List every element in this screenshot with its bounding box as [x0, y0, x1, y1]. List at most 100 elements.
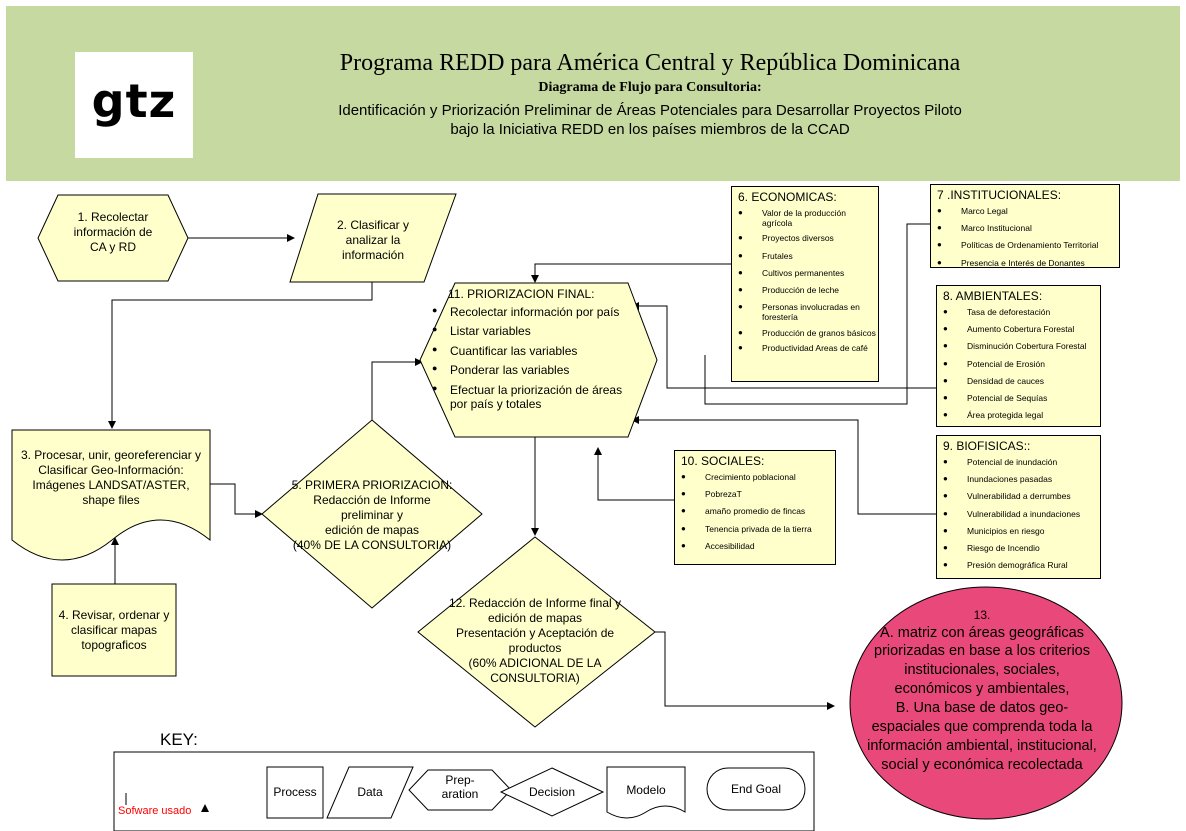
node-13-line-4: institucionales, sociales, — [904, 662, 1060, 679]
panel-sociales-item: PobrezaT — [675, 489, 835, 499]
node-4-line-2: clasificar mapas — [70, 623, 158, 637]
node-13-line-1: 13. — [973, 608, 991, 622]
panel-biofisicas-item: Riesgo de Incendio — [937, 543, 1100, 553]
connectors — [108, 223, 936, 710]
node-3-line-3: Imágenes LANDSAT/ASTER, — [32, 478, 190, 492]
panel-institucionales-item: Marco Legal — [931, 206, 1119, 216]
key-preparation-line-1: Prep- — [445, 773, 475, 787]
panel-sociales-item: Accesibilidad — [675, 541, 835, 551]
logo-text: gtz — [91, 74, 177, 128]
panel-institucionales-title: 7 .INSTITUCIONALES: — [937, 188, 1062, 202]
node-1-line-3: CA y RD — [89, 240, 136, 254]
node-13-line-2: A. matriz con áreas geográficas — [880, 624, 1084, 641]
panel-ambientales-item: Área protegida legal — [937, 410, 1100, 420]
panel-institucionales-item: Políticas de Ordenamiento Territorial — [931, 240, 1119, 250]
node-3-document — [11, 429, 211, 561]
panel-biofisicas-item: Inundaciones pasadas — [937, 474, 1100, 484]
panel-ambientales-item: Tasa de deforestación — [937, 307, 1100, 317]
panel-biofisicas-item: Potencial de inundación — [937, 457, 1100, 467]
panel-biofisicas: 9. BIOFISICAS:: Potencial de inundación … — [936, 435, 1101, 579]
node-1-label: 1. Recolectar información de CA y RD — [58, 210, 168, 255]
node-2-line-1: 2. Clasificar y — [336, 218, 410, 232]
key-end-goal-shape — [706, 767, 806, 811]
node-11-item: Listar variables — [430, 324, 635, 338]
diagram-title: Programa REDD para América Central y Rep… — [339, 50, 961, 76]
key-modelo-shape — [606, 766, 686, 819]
node-12-line-5: (60% ADICIONAL DE LA — [468, 656, 602, 670]
panel-ambientales-item: Disminución Cobertura Forestal — [937, 341, 1100, 351]
panel-economicas-item: Proyectos diversos — [732, 233, 878, 243]
connector-10-11 — [594, 447, 674, 501]
node-11-title: 11. PRIORIZACION FINAL: — [448, 287, 595, 301]
node-5-decision — [261, 419, 483, 609]
panel-economicas-item: Personas involucradas en forestería — [732, 302, 878, 322]
node-12-line-3: Presentación y Aceptación de — [455, 626, 615, 640]
node-12-label: 12. Redacción de Informe final y edición… — [435, 596, 635, 686]
node-13-line-5: económicos y ambientales, — [894, 681, 1070, 698]
connector-3-5 — [210, 483, 263, 518]
key-preparation-line-2: aration — [441, 787, 479, 802]
node-4-line-1: 4. Revisar, ordenar y — [58, 608, 170, 622]
key-process-shape — [266, 766, 324, 819]
node-13-line-3: priorizadas en base a los criterios — [874, 643, 1090, 660]
node-13-label: 13. A. matriz con áreas geográficas prio… — [842, 608, 1122, 774]
node-5-line-2: Redacción de Informe — [313, 493, 431, 507]
key-label: KEY: — [160, 730, 198, 749]
key-process-label: Process — [273, 785, 317, 799]
panel-economicas: 6. ECONOMICAS: Valor de la producción ag… — [731, 186, 879, 382]
connector-6-11 — [531, 263, 804, 283]
node-13-line-7: espaciales que comprenda toda la — [871, 718, 1093, 735]
connector-8-11 — [631, 302, 936, 389]
panel-sociales-item: Tenencia privada de la tierra — [675, 524, 835, 534]
header-band — [6, 6, 1180, 181]
panel-sociales: 10. SOCIALES: Crecimiento poblacional Po… — [674, 450, 836, 565]
node-3-line-2: Clasificar Geo-Información: — [38, 463, 184, 477]
key-software-label: Sofware usado — [118, 805, 192, 817]
node-3-line-4: shape files — [82, 493, 140, 507]
gtz-logo: gtz — [75, 52, 193, 158]
node-1-preparation — [37, 194, 189, 282]
node-5-line-5: (40% DE LA CONSULTORIA) — [292, 538, 452, 552]
panel-ambientales-item: Aumento Cobertura Forestal — [937, 324, 1100, 334]
panel-ambientales-item: Potencial de Erosión — [937, 359, 1100, 369]
node-12-line-2: edición de mapas — [487, 611, 583, 625]
node-2-data — [289, 193, 457, 283]
key-decision-label: Decision — [528, 785, 576, 799]
node-5-line-4: edición de mapas — [324, 523, 420, 537]
node-2-line-2: analizar la — [345, 233, 401, 247]
panel-ambientales-title: 8. AMBIENTALES: — [943, 289, 1043, 303]
node-1-line-1: 1. Recolectar — [77, 210, 149, 224]
connector-2-3 — [108, 278, 373, 429]
node-11-item: Recolectar información por país — [430, 305, 635, 319]
panel-ambientales-item: Densidad de cauces — [937, 376, 1100, 386]
node-12-decision — [417, 536, 656, 728]
node-12-line-6: CONSULTORIA) — [490, 671, 580, 685]
panel-institucionales-item: Presencia e Interés de Donantes — [931, 258, 1119, 268]
node-12-line-1: 12. Redacción de Informe final y — [448, 596, 622, 610]
panel-sociales-item: Crecimiento poblacional — [675, 472, 835, 482]
panel-economicas-item: Cultivos permanentes — [732, 268, 878, 278]
connector-9-11 — [631, 416, 936, 515]
key-arrow-mark — [201, 804, 209, 812]
node-3-line-1: 3. Procesar, unir, georeferenciar y — [20, 448, 202, 462]
panel-biofisicas-item: Presión demográfica Rural — [937, 560, 1100, 570]
node-3-label: 3. Procesar, unir, georeferenciar y Clas… — [12, 448, 210, 508]
node-5-line-3: preliminar y — [340, 508, 403, 522]
node-2-label: 2. Clasificar y analizar la información — [318, 218, 428, 263]
node-13-line-9: social y económica recolectada — [881, 756, 1083, 773]
panel-biofisicas-title: 9. BIOFISICAS:: — [943, 439, 1031, 453]
panel-biofisicas-item: Municipios en riesgo — [937, 526, 1100, 536]
panel-economicas-item: Valor de la producción agrícola — [732, 208, 878, 228]
node-1-line-2: información de — [73, 225, 153, 239]
key-preparation-shape — [408, 769, 512, 811]
key-modelo-label: Modelo — [626, 783, 666, 797]
key-decision-shape — [499, 767, 605, 817]
panel-economicas-item: Producción de leche — [732, 285, 878, 295]
connector-5-11 — [371, 358, 423, 420]
node-11-item: Efectuar la priorización de áreas por pa… — [430, 383, 635, 412]
panel-biofisicas-item: Vulnerabilidad a inundaciones — [937, 509, 1100, 519]
key-data-shape — [326, 766, 414, 819]
panel-ambientales: 8. AMBIENTALES: Tasa de deforestación Au… — [936, 285, 1101, 427]
node-5-line-1: 5. PRIMERA PRIORIZACION: — [291, 478, 453, 492]
